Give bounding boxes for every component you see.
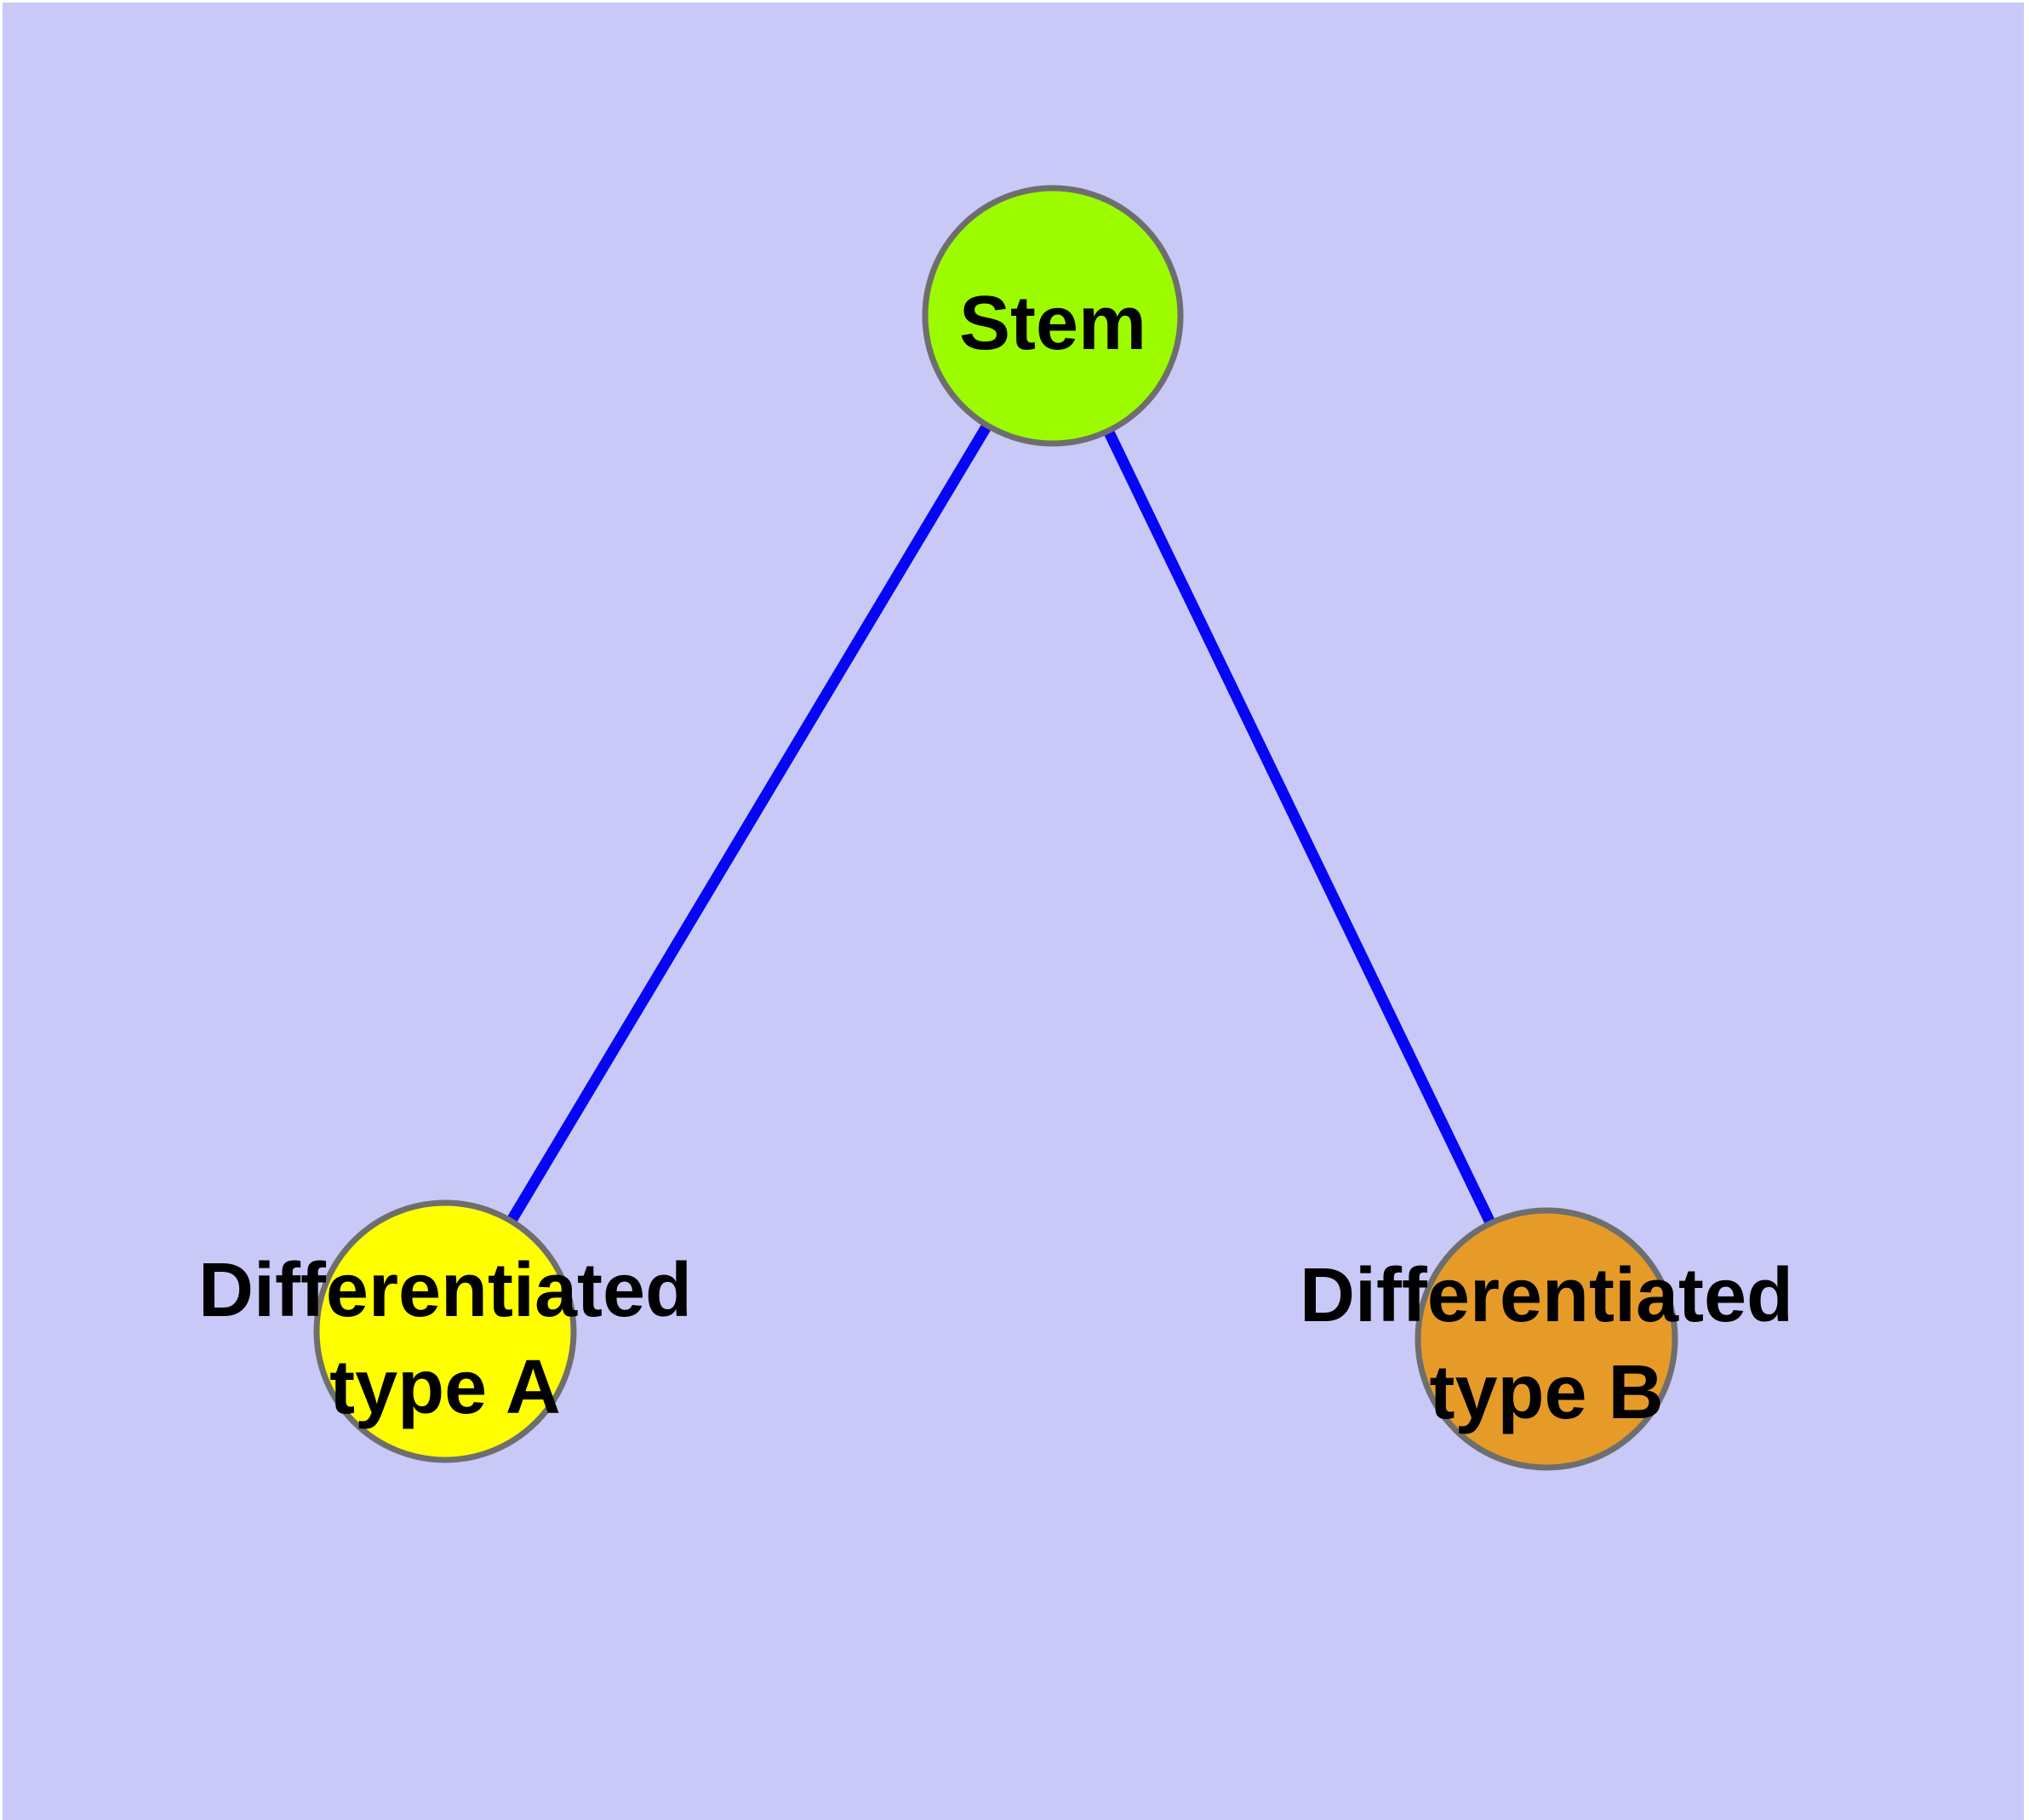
label-group: Stem Differentiated type A Differentiate… (198, 281, 1793, 1435)
node-type-a-label-line1: Differentiated (198, 1248, 692, 1333)
node-stem (922, 185, 1184, 447)
node-stem-label: Stem (959, 281, 1146, 366)
edge-group (440, 312, 1552, 1342)
edge-stem-to-type-b (1048, 313, 1552, 1342)
node-type-a-label-line2: type A (329, 1345, 561, 1430)
node-differentiated-type-b (1415, 1207, 1678, 1471)
node-type-b-label-line2: type B (1429, 1350, 1663, 1435)
node-group (313, 185, 1678, 1471)
edge-stem-to-type-a (440, 312, 1058, 1335)
node-differentiated-type-a (313, 1199, 577, 1463)
node-type-b-label-line1: Differentiated (1300, 1253, 1793, 1338)
